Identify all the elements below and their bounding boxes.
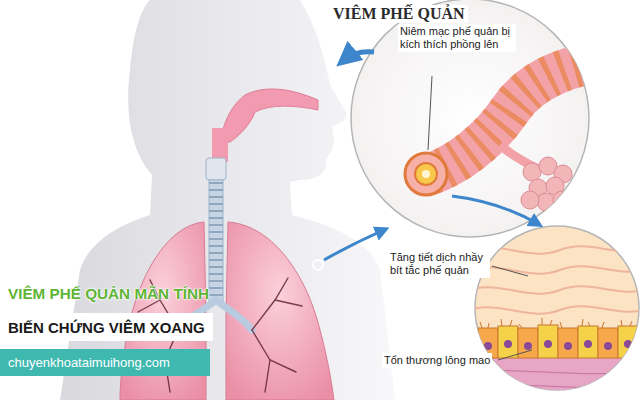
leader-line (492, 266, 528, 276)
right-bronchus (216, 300, 252, 330)
tissue-line (470, 384, 640, 388)
subtitle-band: BIẾN CHỨNG VIÊM XOANG (0, 313, 213, 341)
nucleus (484, 342, 492, 350)
focus-dot (313, 260, 323, 270)
overlay-heading: VIÊM PHẾ QUẢN MÃN TÍNH (6, 284, 211, 304)
trachea-rings (209, 182, 223, 300)
nucleus (624, 340, 632, 348)
leader-line (498, 350, 532, 360)
epithelial-cells (478, 325, 638, 358)
diagram-title: VIÊM PHẾ QUẢN (330, 5, 468, 23)
cilia-detail (470, 246, 640, 400)
mucus-wave (470, 306, 640, 313)
cell (538, 325, 558, 358)
air-arrow (344, 52, 374, 60)
swollen-mucosa (415, 163, 437, 185)
alveolus (553, 191, 571, 209)
bronchus-tube (428, 60, 620, 175)
bronchus-detail (405, 60, 620, 211)
website-band: chuyenkhoataimuihong.com (0, 349, 210, 376)
cell (598, 328, 618, 358)
callout-label: Tăng tiết dịch nhầy bít tắc phế quản (388, 250, 490, 278)
narrowed-lumen (422, 170, 430, 178)
cell (498, 326, 518, 358)
trachea (209, 180, 223, 302)
alveolus (523, 163, 541, 181)
damaged-cilia (480, 318, 632, 328)
bronchus-opening (405, 153, 447, 195)
callout-label: Tổn thương lông mao (382, 353, 492, 368)
nucleus (604, 342, 612, 350)
nuclei (484, 340, 632, 350)
band-text: chuyenkhoataimuihong.com (8, 355, 170, 370)
pharynx (212, 128, 228, 162)
branch (252, 278, 288, 330)
right-lung (226, 222, 334, 400)
nucleus (504, 340, 512, 348)
cell (558, 328, 578, 358)
branch (275, 300, 302, 306)
leader-line (428, 76, 432, 150)
nucleus (564, 342, 572, 350)
basement-layer (470, 358, 640, 400)
larynx (206, 158, 226, 180)
mucus-wave (470, 286, 640, 293)
branch (252, 330, 296, 372)
zoom-arrow (452, 196, 538, 224)
magnify-circle (351, 0, 589, 237)
tissue-line (470, 370, 640, 374)
nucleus (524, 342, 532, 350)
band-text: BIẾN CHỨNG VIÊM XOANG (8, 319, 205, 336)
alveoli (521, 157, 572, 211)
mucus-wave (470, 246, 640, 253)
nasal-cavity (220, 89, 318, 142)
zoom-arrow (324, 230, 384, 260)
bronchus-rings (428, 60, 620, 175)
cell (618, 326, 638, 358)
nucleus (584, 340, 592, 348)
branch (265, 360, 270, 392)
alveolus (537, 193, 555, 211)
cell (578, 326, 598, 358)
alveolus (521, 191, 539, 209)
nucleus (544, 340, 552, 348)
callout-label: Niêm mạc phế quản bị kích thích phồng lê… (398, 24, 516, 52)
